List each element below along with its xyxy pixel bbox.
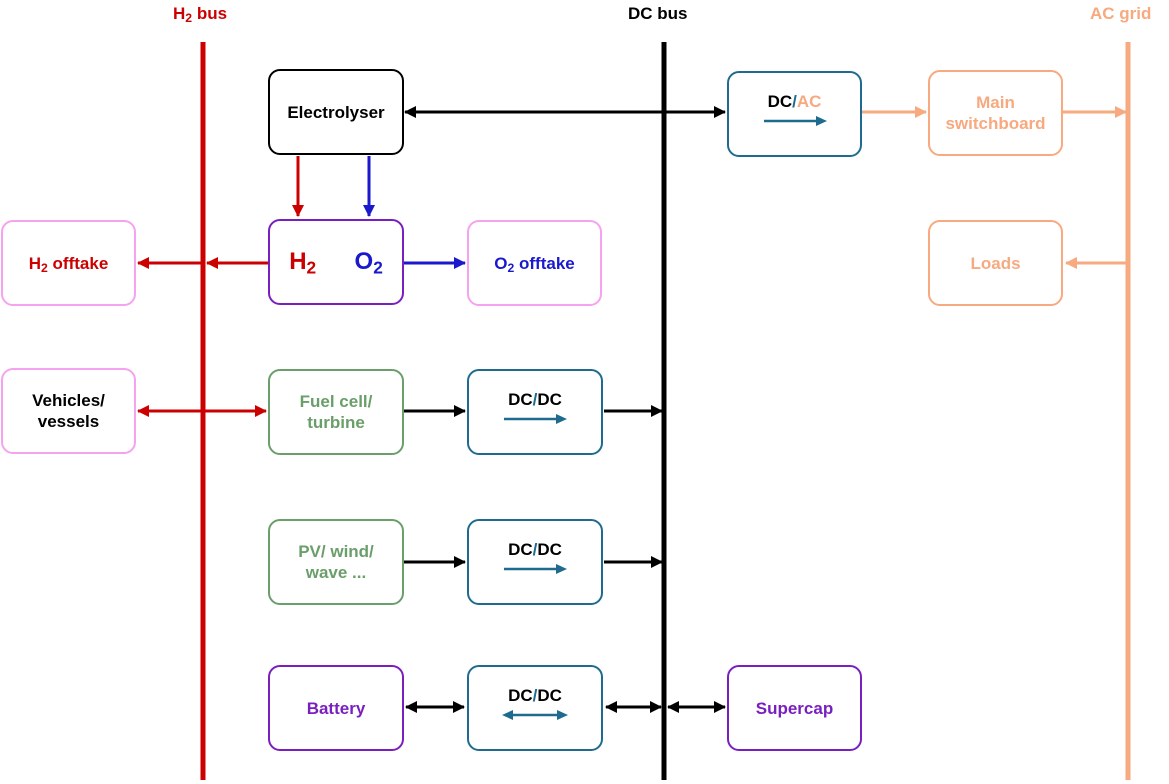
battery-label: Battery bbox=[306, 698, 366, 718]
fuel-cell-line1: Fuel cell/ bbox=[299, 392, 373, 411]
vehicles-vessels-block: Vehicles/ vessels bbox=[1, 368, 136, 454]
dcdc-fuelcell-label: DC/DC bbox=[508, 390, 562, 409]
supercap-label: Supercap bbox=[755, 698, 834, 718]
loads-block: Loads bbox=[928, 220, 1063, 306]
o2-offtake-label: O2 offtake bbox=[494, 253, 575, 275]
h2-outlet-label: H2 bbox=[289, 248, 317, 278]
renewables-line2: wave ... bbox=[305, 563, 367, 582]
ac-grid-label: AC grid bbox=[1090, 4, 1152, 23]
main-switchboard-block: Main switchboard bbox=[928, 70, 1063, 156]
dcac-direction-arrow-icon bbox=[763, 116, 827, 126]
dcac-label: DC/AC bbox=[767, 92, 822, 111]
dcdc-battery-label: DC/DC bbox=[508, 686, 562, 705]
dcdc-fuelcell-arrow-icon bbox=[504, 414, 567, 424]
h2-offtake-block: H2 offtake bbox=[1, 220, 136, 306]
vehicles-line2: vessels bbox=[37, 412, 100, 431]
dcdc-renewables-arrow-icon bbox=[504, 564, 567, 574]
dcac-converter: DC/AC bbox=[727, 71, 862, 157]
dcdc-fuelcell-converter: DC/DC bbox=[467, 369, 603, 455]
main-switchboard-line2: switchboard bbox=[945, 114, 1046, 133]
main-switchboard-line1: Main bbox=[976, 93, 1015, 112]
h2-offtake-label: H2 offtake bbox=[28, 253, 109, 275]
renewables-block: PV/ wind/ wave ... bbox=[268, 519, 404, 605]
o2-offtake-block: O2 offtake bbox=[467, 220, 602, 306]
vehicles-line1: Vehicles/ bbox=[32, 391, 105, 410]
renewables-line1: PV/ wind/ bbox=[298, 542, 374, 561]
dcdc-battery-converter: DC/DC bbox=[467, 665, 603, 751]
supercap-block: Supercap bbox=[727, 665, 862, 751]
h2-o2-outlet-block: H2 O2 bbox=[268, 219, 404, 305]
electrolyser-block: Electrolyser bbox=[268, 69, 404, 155]
loads-label: Loads bbox=[970, 253, 1021, 273]
fuel-cell-line2: turbine bbox=[307, 413, 365, 432]
h2-bus-label: H2 bus bbox=[173, 4, 228, 26]
dcdc-renewables-label: DC/DC bbox=[508, 540, 562, 559]
electrolyser-label: Electrolyser bbox=[287, 102, 385, 122]
o2-outlet-label: O2 bbox=[354, 248, 383, 278]
dcdc-renewables-converter: DC/DC bbox=[467, 519, 603, 605]
dc-bus-label: DC bus bbox=[628, 4, 688, 23]
fuel-cell-block: Fuel cell/ turbine bbox=[268, 369, 404, 455]
dcdc-battery-bidirectional-arrow-icon bbox=[502, 710, 568, 720]
battery-block: Battery bbox=[268, 665, 404, 751]
